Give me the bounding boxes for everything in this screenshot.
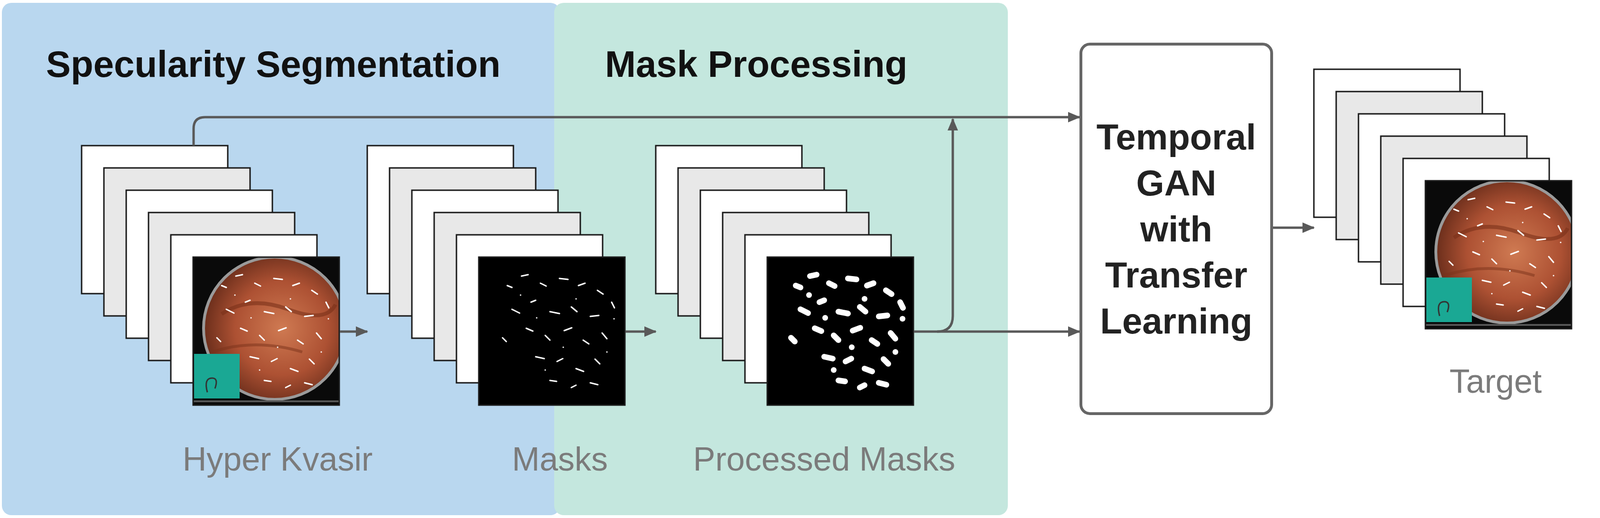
stack-label: Hyper Kvasir [182, 439, 373, 480]
stack-label: Target [1449, 361, 1543, 402]
flow-arrow [1273, 226, 1314, 230]
frame-stack [655, 145, 914, 406]
flow-arrow [193, 117, 1080, 146]
frame-stack [81, 145, 340, 406]
region-title: Specularity Segmentation [46, 41, 501, 87]
image-stack: Hyper Kvasir [81, 145, 373, 480]
image-stack: Target [1313, 69, 1573, 402]
region-title: Mask Processing [604, 41, 908, 87]
frame-stack [1313, 69, 1573, 329]
flow-arrow [625, 330, 656, 334]
image-stack: Masks [367, 145, 626, 480]
frame-stack [367, 145, 626, 406]
box-label: Temporal GAN with Transfer Learning [1090, 113, 1262, 345]
process-box: Temporal GAN with Transfer Learning [1079, 42, 1274, 416]
image-stack: Processed Masks [655, 145, 956, 480]
stage-region: Mask ProcessingProcessed Masks [554, 2, 1008, 516]
stack-label: Masks [511, 439, 608, 480]
flow-arrow [913, 330, 1080, 334]
stage-region: Specularity SegmentationHyper Kvasir [0, 2, 555, 516]
stack-label: Processed Masks [693, 439, 956, 480]
flow-arrow [339, 330, 368, 334]
